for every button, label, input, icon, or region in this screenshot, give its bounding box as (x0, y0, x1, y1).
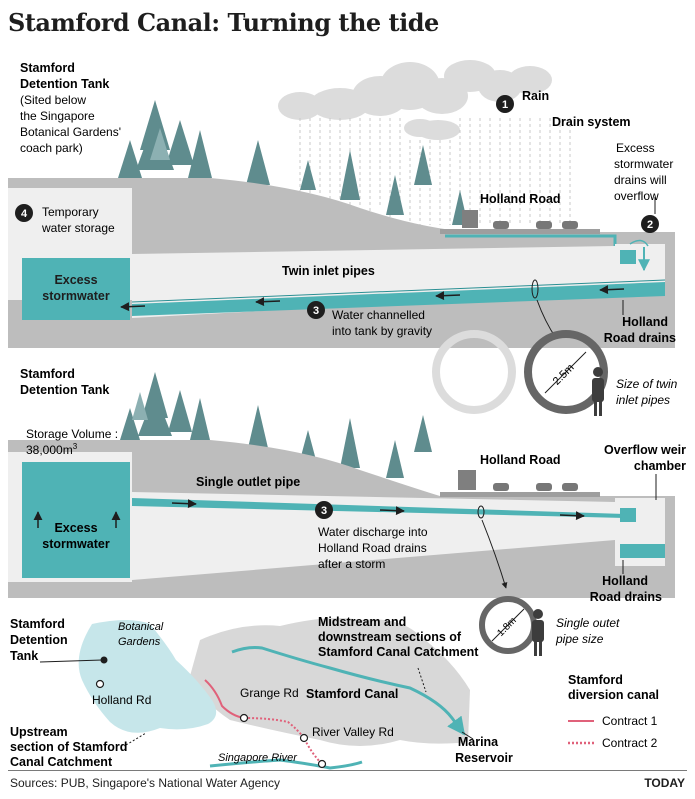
twin-pipes-label: Twin inlet pipes (282, 264, 375, 278)
outlet-pipe-label: Single outlet pipe (196, 475, 300, 489)
overflow-note: Excess (616, 141, 655, 155)
canal-label: Stamford Canal (306, 687, 398, 701)
marina-label: Reservoir (455, 751, 513, 765)
person-icon (592, 367, 604, 416)
drains-label: Holland (602, 574, 648, 588)
sources-credit: Sources: PUB, Singapore's National Water… (10, 776, 280, 790)
singapore-river-label: Singapore River (218, 752, 298, 764)
tank-title: Stamford (20, 61, 75, 75)
tank-note: coach park) (20, 141, 83, 155)
road-label: Holland Road (480, 453, 561, 467)
legend-title: diversion canal (568, 688, 659, 702)
map-legend: Stamford diversion canal Contract 1 Cont… (568, 673, 659, 750)
tank-water-label: Excess (54, 273, 97, 287)
step-number: 3 (321, 505, 327, 517)
footer-divider (8, 770, 687, 771)
overflow-note: drains will (614, 173, 667, 187)
tank-note: (Sited below (20, 93, 86, 107)
midstream-label: Stamford Canal Catchment (318, 645, 479, 659)
step-number: 2 (647, 219, 653, 231)
midstream-catchment (190, 618, 470, 746)
contract-2-line (243, 717, 323, 765)
tank-water-label: stormwater (42, 537, 110, 551)
river-valley-label: River Valley Rd (312, 725, 394, 739)
temporary-storage-label: Temporary (42, 205, 99, 219)
publisher-logo: TODAY (644, 776, 685, 790)
rain-label: Rain (522, 89, 549, 103)
midstream-label: Midstream and (318, 615, 406, 629)
channel-note: into tank by gravity (332, 324, 432, 338)
tank-title: Detention Tank (20, 77, 109, 91)
map-tank-label: Detention (10, 633, 68, 647)
step-number: 3 (313, 305, 319, 317)
drains-label: Holland (622, 315, 668, 329)
upstream-label: Upstream (10, 725, 68, 739)
upstream-label: Canal Catchment (10, 755, 113, 769)
step-number: 1 (502, 99, 508, 111)
singapore-river (209, 758, 363, 770)
holland-rd-label: Holland Rd (92, 693, 151, 707)
storage-volume: Storage Volume : (26, 427, 118, 441)
legend-title: Stamford (568, 673, 623, 687)
contract-1-line (204, 679, 245, 719)
vehicle-icon (458, 470, 578, 491)
stamford-canal (231, 646, 466, 736)
pipe-size-caption: Single outet (556, 616, 620, 630)
temporary-storage-label: water storage (41, 221, 115, 235)
gardens-label: Botanical (118, 621, 164, 633)
tank-title: Stamford (20, 367, 75, 381)
upstream-label: section of Stamford (10, 740, 127, 754)
map-tank-label: Stamford (10, 617, 65, 631)
panel-2-outlet-diagram: Stamford Detention Tank Storage Volume :… (8, 367, 686, 656)
tank-note: Botanical Gardens' (20, 125, 121, 139)
drains-label: Road drains (590, 590, 662, 604)
page-title: Stamford Canal: Turning the tide (8, 8, 439, 37)
tank-title: Detention Tank (20, 383, 109, 397)
pipe-size-caption: pipe size (555, 632, 604, 646)
upstream-catchment (78, 620, 217, 733)
pipe-size-caption: inlet pipes (616, 393, 670, 407)
step-number: 4 (21, 208, 28, 220)
tank-water-label: stormwater (42, 289, 110, 303)
overflow-note: stormwater (614, 157, 673, 171)
drains-label: Road drains (604, 331, 676, 345)
person-icon (532, 609, 544, 656)
storage-volume: 38,000m3 (26, 442, 78, 457)
legend-item-contract-1: Contract 1 (602, 714, 658, 728)
weir-label: Overflow weir (604, 443, 686, 457)
tank-water-label: Excess (54, 521, 97, 535)
discharge-note: Water discharge into (318, 525, 428, 539)
gardens-label: Gardens (118, 636, 161, 648)
panel-1-inlet-diagram: Stamford Detention Tank (Sited below the… (8, 60, 678, 416)
weir-label: chamber (634, 459, 686, 473)
discharge-note: Holland Road drains (318, 541, 427, 555)
marina-label: Marina (458, 735, 499, 749)
tree-icon (120, 372, 432, 478)
drain-system-label: Drain system (552, 115, 631, 129)
discharge-note: after a storm (318, 557, 385, 571)
cloud-icon (278, 60, 552, 140)
grange-rd-label: Grange Rd (240, 686, 299, 700)
overflow-note: overflow (614, 189, 659, 203)
legend-item-contract-2: Contract 2 (602, 736, 658, 750)
vehicle-icon (462, 210, 578, 229)
channel-note: Water channelled (332, 308, 425, 322)
map-tank-label: Tank (10, 649, 38, 663)
pipe-size-caption: Size of twin (616, 377, 678, 391)
pipe-size-value: 1.8m (495, 615, 519, 639)
road-label: Holland Road (480, 192, 561, 206)
tank-note: the Singapore (20, 109, 95, 123)
tree-icon (118, 100, 468, 225)
midstream-label: downstream sections of (318, 630, 462, 644)
catchment-map: Stamford Detention Tank Botanical Garden… (10, 615, 659, 770)
